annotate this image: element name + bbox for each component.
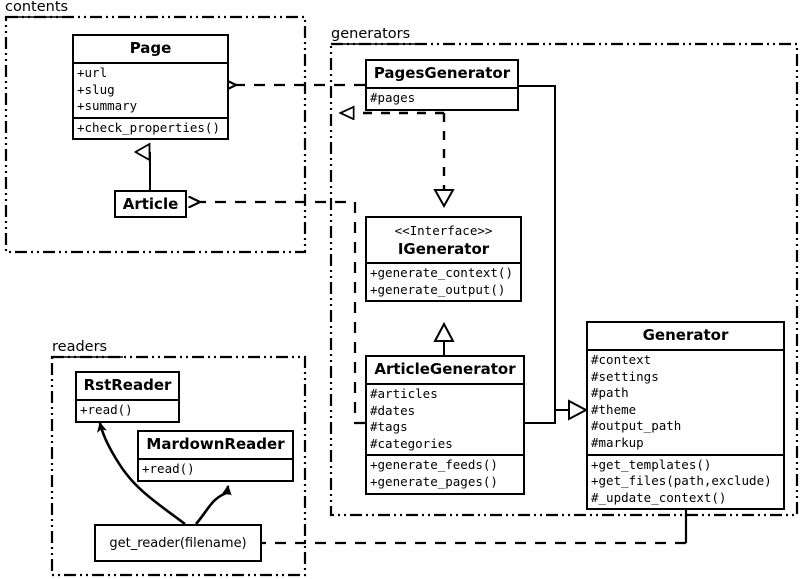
attribute-item: #theme xyxy=(591,401,637,417)
operation-compartment-articlegenerator: +generate_feeds() +generate_pages() xyxy=(367,456,523,492)
attribute-compartment-page: +url +slug +summary xyxy=(74,64,227,117)
class-name-page: Page xyxy=(129,39,172,57)
attribute-item: +url xyxy=(77,65,108,80)
attribute-item: #categories xyxy=(370,435,453,451)
package-boundary-readers xyxy=(50,355,307,577)
class-name-igenerator: IGenerator xyxy=(397,240,490,258)
class-box-articlegenerator[interactable]: ArticleGenerator #articles #dates #tags … xyxy=(365,355,525,495)
operation-item: +check_properties() xyxy=(77,119,220,135)
operation-compartment-igenerator: +generate_context() +generate_output() xyxy=(367,264,520,300)
class-box-mardownreader[interactable]: MardownReader +read() xyxy=(137,430,294,482)
attribute-item: #pages xyxy=(370,90,416,105)
edge-articlegenerator-to-article xyxy=(200,202,365,425)
operation-item: +generate_feeds() xyxy=(370,457,498,473)
function-box-get-reader[interactable]: get_reader(filename) xyxy=(94,524,262,562)
attribute-item: #settings xyxy=(591,368,659,384)
class-name-pagesgenerator: PagesGenerator xyxy=(373,64,511,82)
class-stereotype-igenerator: <<Interface>> xyxy=(394,223,493,238)
attribute-compartment-generator: #context #settings #path #theme #output_… xyxy=(588,351,783,454)
class-box-generator[interactable]: Generator #context #settings #path #them… xyxy=(586,321,785,511)
class-name-mardownreader: MardownReader xyxy=(146,435,285,453)
compartment-divider xyxy=(139,458,292,460)
compartment-divider xyxy=(77,399,178,401)
package-label-contents: contents xyxy=(4,0,70,15)
operation-compartment-rstreader: +read() xyxy=(77,401,178,421)
edge-get-reader-to-mardownreader xyxy=(195,485,232,525)
operation-item: +get_files(path,exclude) xyxy=(591,473,772,489)
attribute-compartment-articlegenerator: #articles #dates #tags #categories xyxy=(367,385,523,454)
operation-item: +read() xyxy=(80,402,133,417)
operation-compartment-mardownreader: +read() xyxy=(139,460,292,480)
operation-item: +generate_output() xyxy=(370,281,506,297)
attribute-item: #dates xyxy=(370,402,416,418)
operation-item: #_update_context() xyxy=(591,489,727,505)
edge-generators-to-generator xyxy=(519,85,589,424)
package-boundary-generators xyxy=(329,42,799,517)
package-label-generators: generators xyxy=(330,26,412,42)
attribute-compartment-pagesgenerator: #pages xyxy=(367,89,517,109)
package-label-readers: readers xyxy=(51,339,109,355)
class-box-pagesgenerator[interactable]: PagesGenerator #pages xyxy=(365,59,519,111)
compartment-divider xyxy=(74,116,227,119)
class-name-rstreader: RstReader xyxy=(83,376,172,394)
edge-get-reader-to-rstreader xyxy=(96,422,186,526)
operation-compartment-page: +check_properties() xyxy=(74,119,227,139)
class-box-page[interactable]: Page +url +slug +summary +check_properti… xyxy=(72,34,229,141)
compartment-divider xyxy=(367,383,523,385)
attribute-item: +slug xyxy=(77,81,115,97)
compartment-divider xyxy=(367,87,517,89)
edge-articlegenerator-to-igenerator xyxy=(433,321,455,355)
attribute-item: #tags xyxy=(370,419,408,435)
operation-compartment-generator: +get_templates() +get_files(path,exclude… xyxy=(588,456,783,509)
compartment-divider xyxy=(74,62,227,64)
operation-item: +read() xyxy=(142,461,195,476)
compartment-divider xyxy=(367,262,520,264)
function-label-get-reader: get_reader(filename) xyxy=(109,535,247,551)
attribute-item: +summary xyxy=(77,98,138,114)
operation-item: +get_templates() xyxy=(591,456,712,472)
attribute-item: #output_path xyxy=(591,418,682,434)
class-box-article[interactable]: Article xyxy=(114,190,187,218)
compartment-divider xyxy=(588,349,783,351)
class-name-articlegenerator: ArticleGenerator xyxy=(374,360,516,378)
package-boundary-contents xyxy=(4,15,307,254)
class-box-igenerator[interactable]: <<Interface>> IGenerator +generate_conte… xyxy=(365,216,522,303)
class-name-article: Article xyxy=(122,195,179,213)
compartment-divider xyxy=(588,453,783,456)
attribute-item: #context xyxy=(591,352,652,367)
attribute-item: #path xyxy=(591,385,629,401)
operation-item: +generate_context() xyxy=(370,265,513,280)
class-box-rstreader[interactable]: RstReader +read() xyxy=(75,371,180,423)
attribute-item: #articles xyxy=(370,386,438,401)
operation-item: +generate_pages() xyxy=(370,473,498,489)
class-name-generator: Generator xyxy=(642,326,729,344)
attribute-item: #markup xyxy=(591,434,644,450)
compartment-divider xyxy=(367,454,523,457)
edge-pagesgenerator-to-igenerator-render xyxy=(433,113,455,209)
